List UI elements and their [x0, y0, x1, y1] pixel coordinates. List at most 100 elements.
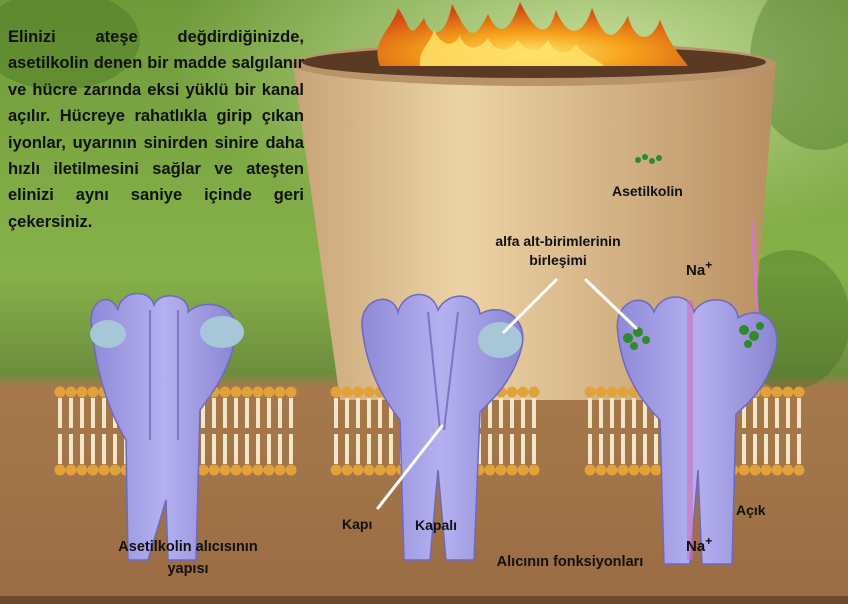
lipid-head: [77, 387, 88, 398]
lipid-head: [77, 465, 88, 476]
lipid-head: [596, 387, 607, 398]
alpha-union-label: alfa alt-birimlerinin birleşimi: [480, 232, 636, 270]
lipid-tail: [69, 434, 73, 464]
lipid-tail: [267, 398, 271, 428]
alpha-union-line1: alfa alt-birimlerinin: [480, 232, 636, 251]
lipid-head: [529, 465, 540, 476]
lipid-head: [242, 387, 253, 398]
lipid-tail: [599, 434, 603, 464]
lipid-head: [99, 465, 110, 476]
lipid-tail: [610, 434, 614, 464]
lipid-tail: [632, 434, 636, 464]
lipid-tail: [510, 434, 514, 464]
lipid-tail: [742, 434, 746, 464]
lipid-head: [772, 387, 783, 398]
lipid-head: [739, 465, 750, 476]
lipid-tail: [289, 434, 293, 464]
lipid-tail: [797, 398, 801, 428]
na-top-label: Na: [686, 262, 705, 279]
lipid-head: [607, 465, 618, 476]
acetylcholine-label: Asetilkolin: [612, 183, 683, 199]
lipid-tail: [775, 398, 779, 428]
lipid-tail: [223, 398, 227, 428]
lipid-tail: [58, 434, 62, 464]
lipid-head: [55, 387, 66, 398]
lipid-tail: [345, 434, 349, 464]
lipid-tail: [378, 398, 382, 428]
lipid-head: [353, 387, 364, 398]
lipid-head: [485, 465, 496, 476]
lipid-head: [264, 465, 275, 476]
lipid-head: [331, 465, 342, 476]
lipid-tail: [356, 398, 360, 428]
na-bottom: Na+: [686, 534, 712, 555]
lipid-tail: [588, 434, 592, 464]
structure-caption-line2: yapısı: [78, 558, 298, 580]
lipid-tail: [245, 398, 249, 428]
lipid-head: [66, 387, 77, 398]
lipid-tail: [356, 434, 360, 464]
na-bottom-label: Na: [686, 538, 705, 555]
lipid-tail: [91, 434, 95, 464]
lipid-tail: [212, 398, 216, 428]
na-bottom-charge: +: [705, 534, 712, 548]
lipid-head: [585, 465, 596, 476]
closed-label: Kapalı: [415, 517, 457, 533]
lipid-tail: [245, 434, 249, 464]
lipid-head: [518, 465, 529, 476]
lipid-tail: [91, 398, 95, 428]
lipid-head: [275, 465, 286, 476]
lipid-tail: [367, 434, 371, 464]
lipid-tail: [212, 434, 216, 464]
lipid-head: [88, 465, 99, 476]
lipid-tail: [378, 434, 382, 464]
lipid-head: [110, 465, 121, 476]
lipid-tail: [764, 398, 768, 428]
lipid-tail: [764, 434, 768, 464]
lipid-tail: [223, 434, 227, 464]
lipid-head: [242, 465, 253, 476]
lipid-head: [794, 387, 805, 398]
lipid-head: [88, 387, 99, 398]
lipid-tail: [80, 434, 84, 464]
lipid-tail: [632, 398, 636, 428]
lipid-tail: [488, 434, 492, 464]
lipid-tail: [102, 398, 106, 428]
lipid-tail: [521, 434, 525, 464]
lipid-head: [618, 387, 629, 398]
lipid-head: [342, 465, 353, 476]
lipid-tail: [234, 434, 238, 464]
lipid-tail: [113, 434, 117, 464]
lipid-tail: [256, 398, 260, 428]
lipid-tail: [786, 434, 790, 464]
lipid-head: [209, 465, 220, 476]
lipid-tail: [797, 434, 801, 464]
lipid-head: [364, 387, 375, 398]
lipid-head: [507, 465, 518, 476]
lipid-head: [55, 465, 66, 476]
structure-caption: Asetilkolin alıcısının yapısı: [78, 536, 298, 580]
lipid-tail: [621, 434, 625, 464]
lipid-tail: [367, 398, 371, 428]
lipid-tail: [334, 398, 338, 428]
lipid-head: [286, 465, 297, 476]
lipid-tail: [278, 398, 282, 428]
gate-label: Kapı: [342, 516, 372, 532]
lipid-head: [772, 465, 783, 476]
lipid-head: [607, 387, 618, 398]
lipid-tail: [753, 398, 757, 428]
lipid-head: [596, 465, 607, 476]
lipid-head: [585, 387, 596, 398]
lipid-head: [66, 465, 77, 476]
lipid-tail: [80, 398, 84, 428]
lipid-tail: [775, 434, 779, 464]
lipid-tail: [58, 398, 62, 428]
lipid-tail: [289, 398, 293, 428]
lipid-head: [286, 387, 297, 398]
lipid-tail: [786, 398, 790, 428]
lipid-head: [794, 465, 805, 476]
lipid-head: [651, 465, 662, 476]
lipid-tail: [256, 434, 260, 464]
lipid-head: [364, 465, 375, 476]
lipid-head: [783, 387, 794, 398]
